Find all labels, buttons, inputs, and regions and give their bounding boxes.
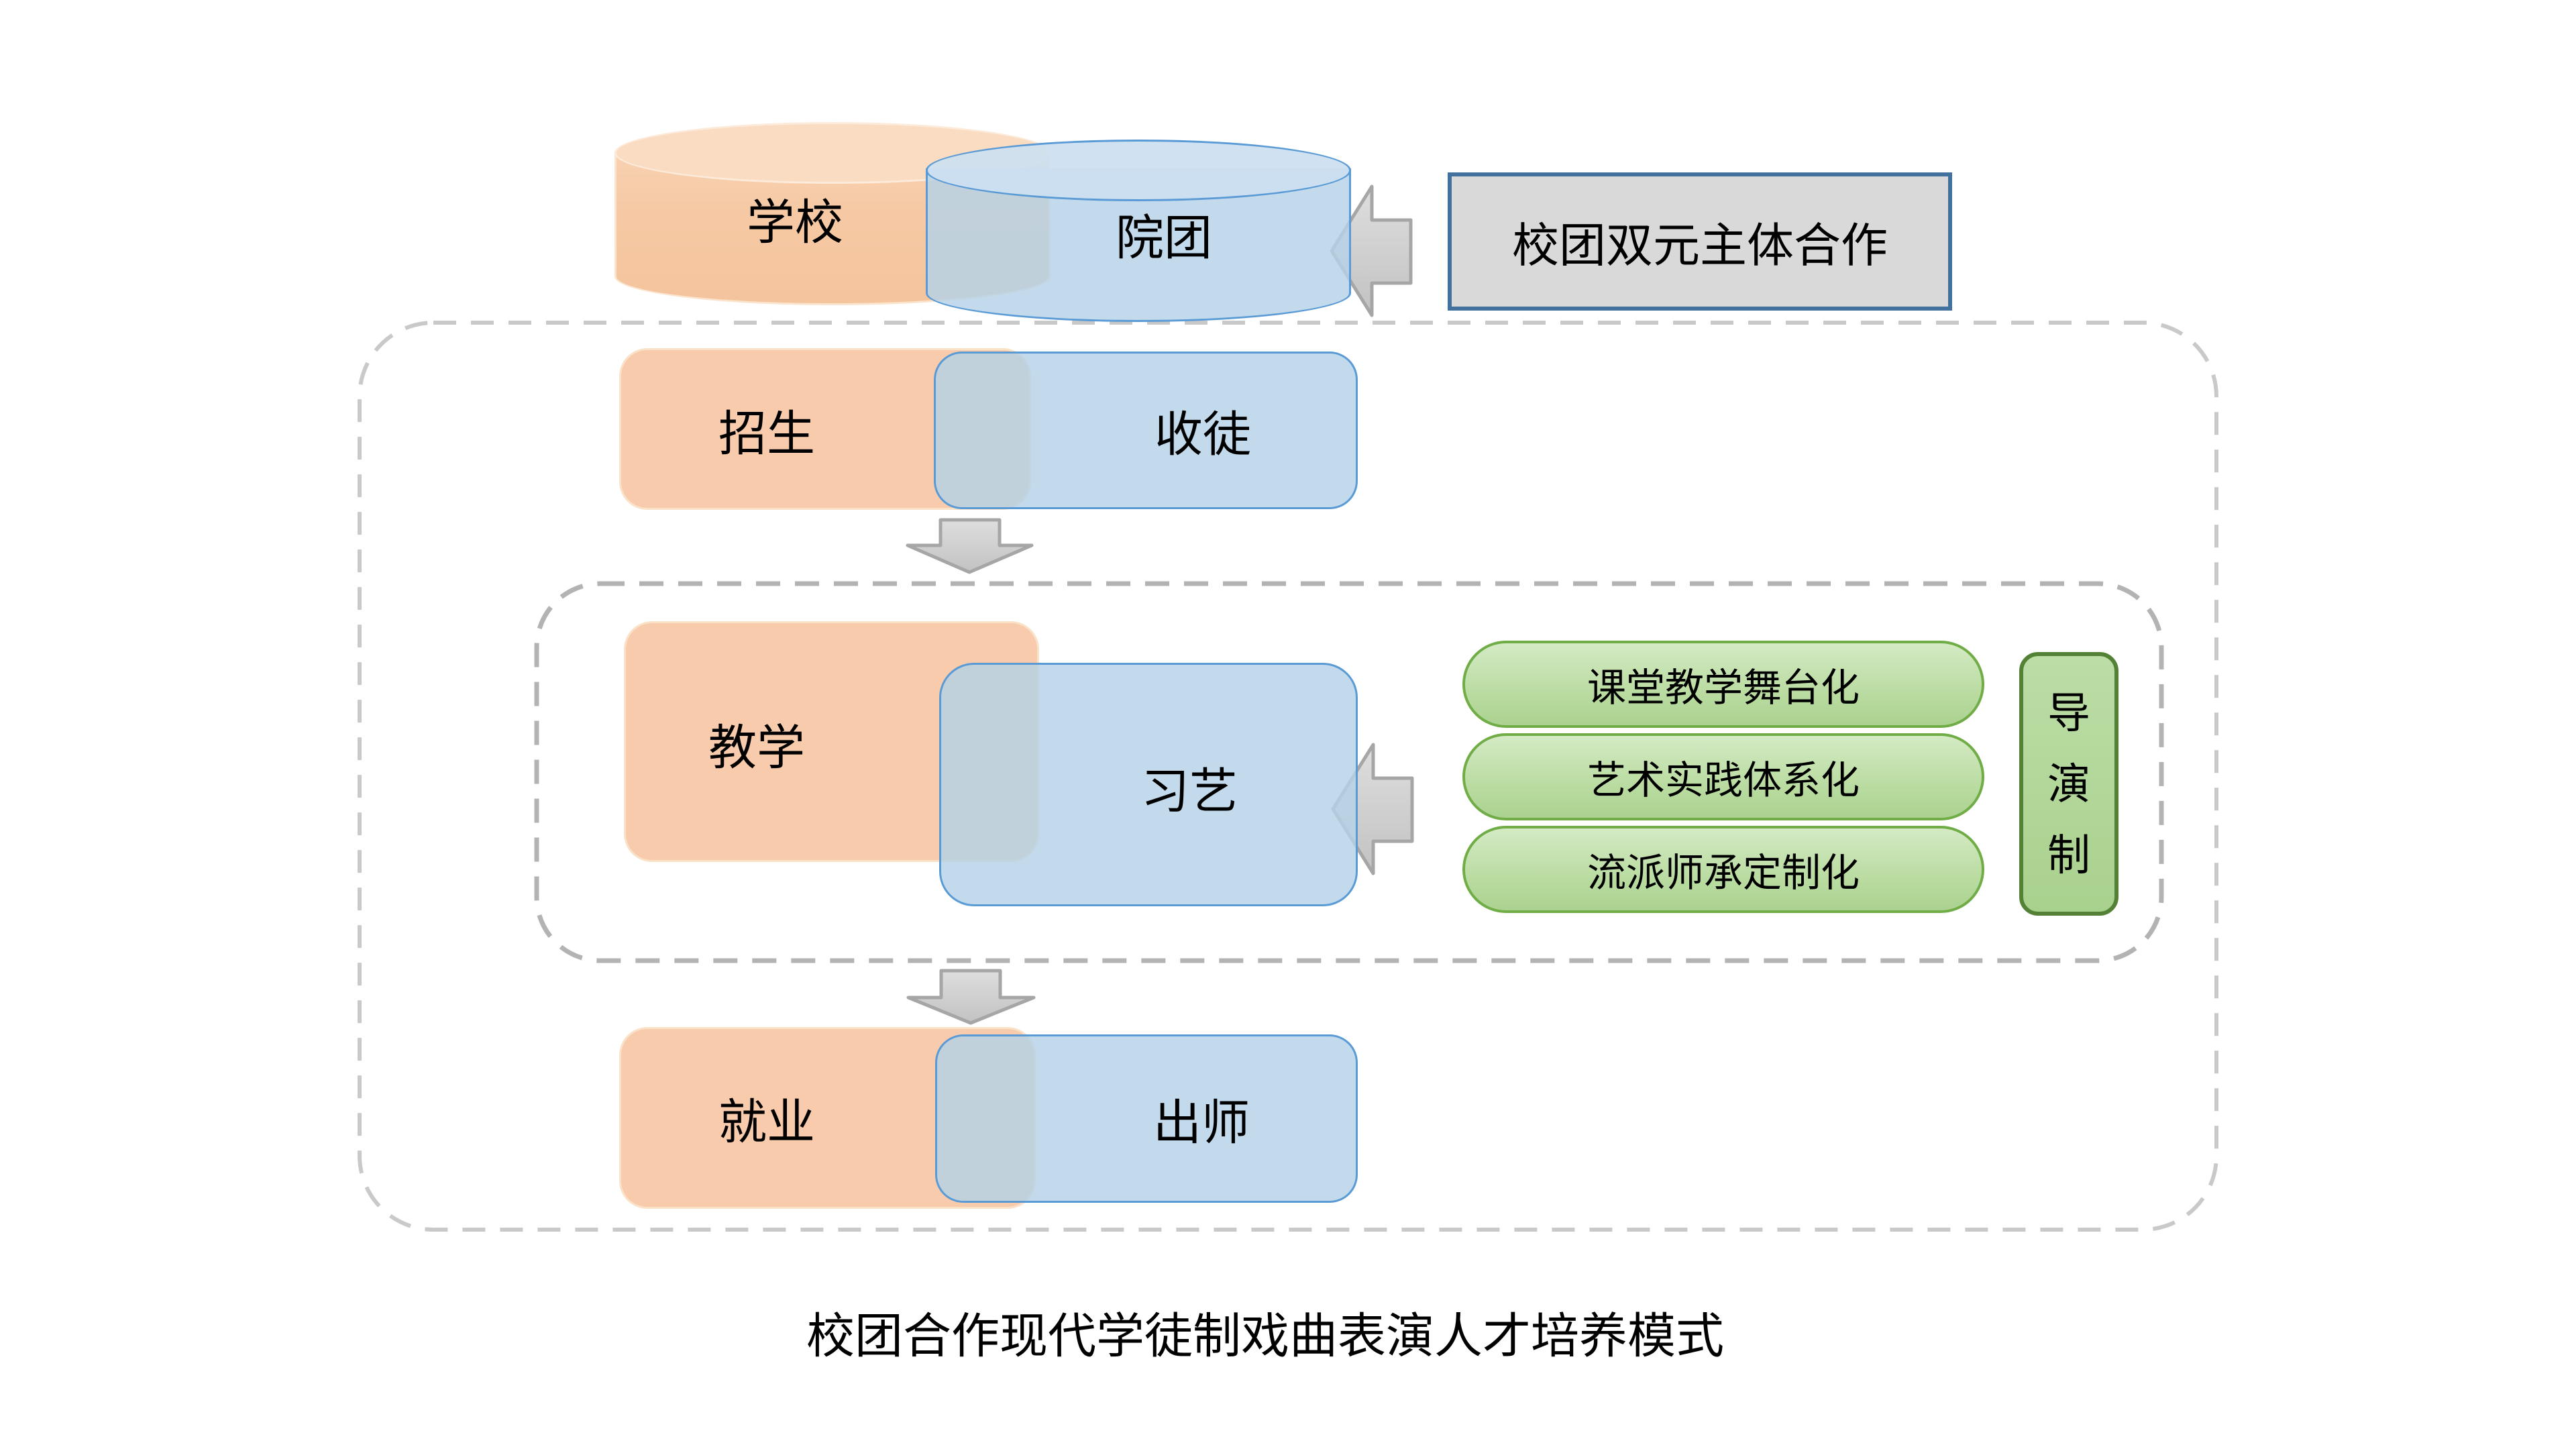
stage-label-recruit-school: 招生 [718,407,816,462]
director-char-3: 制 [2047,830,2090,879]
director-system-box: 导 演 制 [2019,652,2118,916]
stage-label-teach-troupe: 习艺 [1140,765,1238,819]
method-pill-lineage-label: 流派师承定制化 [1587,851,1860,895]
method-pill-classroom: 课堂教学舞台化 [1462,641,1984,728]
down-block-arrow-recruit-to-teach-icon [906,518,1034,574]
stage-label-employ-troupe: 出师 [1152,1096,1250,1150]
method-pill-classroom-label: 课堂教学舞台化 [1587,666,1860,710]
director-char-2: 演 [2047,759,2090,808]
school-label: 学校 [746,196,844,250]
stage-box-teach-troupe: 习艺 [939,663,1358,906]
stage-label-teach-school: 教学 [708,721,806,775]
troupe-label: 院团 [1115,211,1213,266]
director-char-1: 导 [2047,688,2090,737]
diagram-title: 校团合作现代学徒制戏曲表演人才培养模式 [806,1309,1725,1364]
troupe-cylinder-top [926,140,1351,201]
troupe-cylinder: 院团 [926,140,1351,322]
stage-box-employ-troupe: 出师 [935,1034,1358,1203]
method-pill-practice-label: 艺术实践体系化 [1587,759,1860,802]
stage-label-recruit-troupe: 收徒 [1154,408,1252,462]
method-pill-practice: 艺术实践体系化 [1462,733,1984,820]
cooperation-box-label: 校团双元主体合作 [1512,219,1888,272]
cooperation-box: 校团双元主体合作 [1448,172,1952,311]
stage-label-employ-school: 就业 [718,1095,816,1150]
down-block-arrow-teach-to-employ-icon [906,969,1036,1025]
method-pill-lineage: 流派师承定制化 [1462,826,1984,913]
stage-box-recruit-troupe: 收徒 [934,352,1358,509]
